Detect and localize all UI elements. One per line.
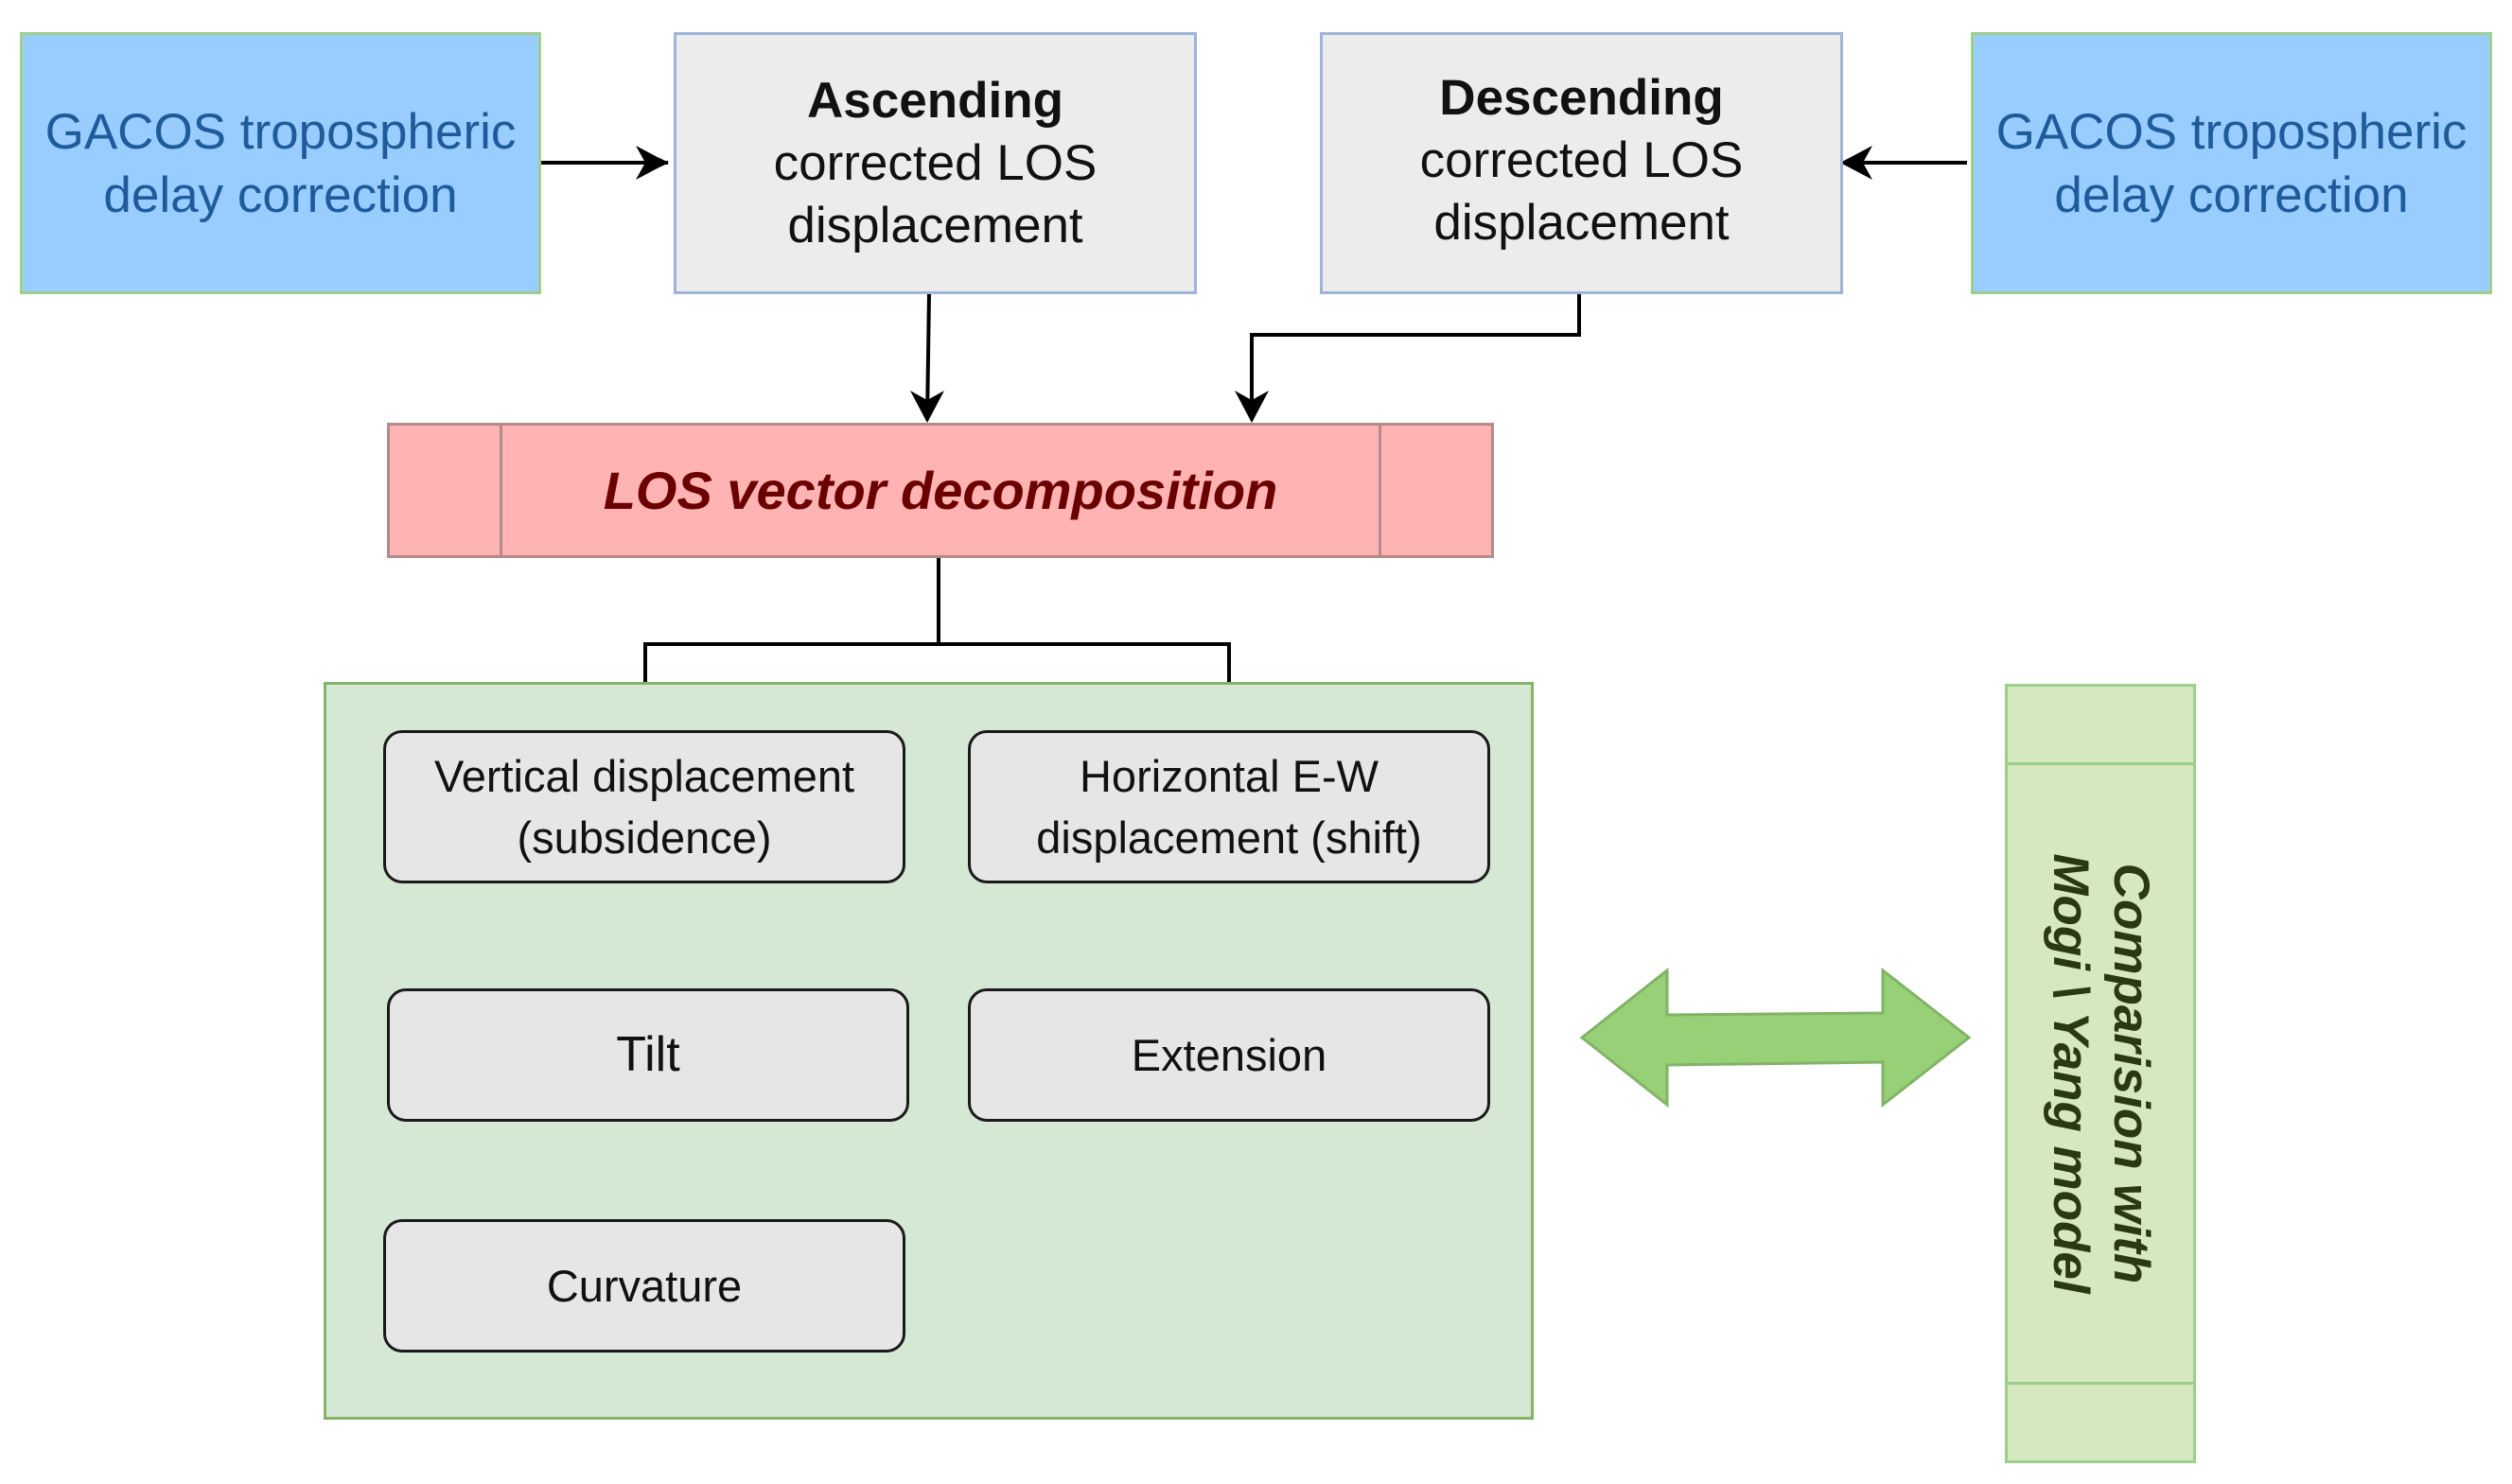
los-decomposition-process: LOS vector decomposition [387,423,1494,558]
gacos-left-line1: GACOS tropospheric [44,103,517,160]
ascending-los-box: Ascending corrected LOS displacement [674,32,1197,294]
horizontal-line1: Horizontal E-W [1079,751,1379,801]
tilt-label: Tilt [616,1027,680,1082]
ascending-line1: corrected LOS [773,134,1098,191]
comparison-top-divider [2008,762,2193,765]
gacos-right-line1: GACOS tropospheric [1995,103,2468,160]
comparison-line1: Comparision with [2103,863,2159,1284]
vertical-displacement-box: Vertical displacement (subsidence) [383,730,905,883]
ascending-title: Ascending [807,72,1063,129]
vertical-line1: Vertical displacement [433,751,855,801]
gacos-correction-left-box: GACOS tropospheric delay correction [20,32,541,294]
tilt-box: Tilt [387,988,909,1122]
gacos-correction-right-box: GACOS tropospheric delay correction [1971,32,2492,294]
arrowhead-decomposition-left [910,391,944,423]
descending-line1: corrected LOS [1419,132,1744,188]
decomposition-label: LOS vector decomposition [603,461,1278,520]
comparison-line2: Mogi \ Yang model [2043,853,2099,1294]
arrowhead-decomposition-right [1235,391,1269,423]
arrow-descending-to-decomposition [1250,293,1581,420]
curvature-label: Curvature [546,1261,743,1311]
gacos-left-line2: delay correction [103,166,458,223]
arrow-ascending-to-decomposition [925,292,931,421]
mogi-yang-comparison-box: Comparision with Mogi \ Yang model [2005,684,2196,1463]
comparison-bottom-divider [2008,1382,2193,1385]
gacos-right-line2: delay correction [2054,166,2409,223]
arrowhead-ascending [636,146,668,180]
descending-line2: displacement [1433,195,1730,251]
descending-title: Descending [1439,70,1724,126]
extension-label: Extension [1131,1030,1327,1080]
horizontal-line2: displacement (shift) [1036,812,1422,863]
vertical-line2: (subsidence) [517,812,772,863]
arrowhead-descending [1840,146,1872,180]
descending-los-box: Descending corrected LOS displacement [1320,32,1843,294]
process-right-bar [1379,426,1381,555]
extension-box: Extension [968,988,1490,1122]
process-left-bar [500,426,502,555]
comparison-label: Comparision with Mogi \ Yang model [2040,853,2161,1293]
curvature-box: Curvature [383,1219,905,1353]
horizontal-displacement-box: Horizontal E-W displacement (shift) [968,730,1490,883]
ascending-line2: displacement [787,197,1083,253]
double-arrow [1579,967,1972,1109]
